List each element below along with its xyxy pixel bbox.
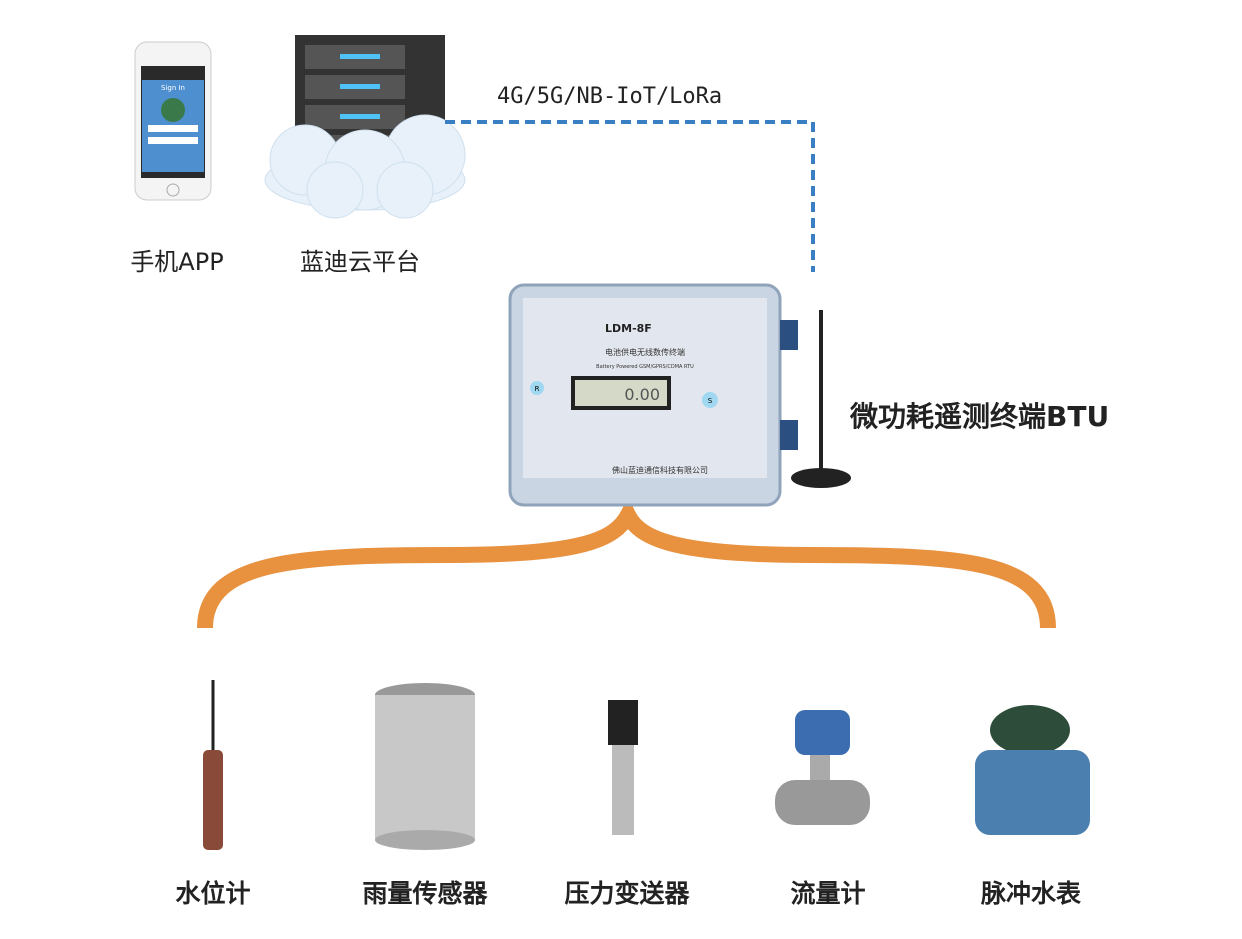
smartphone-icon: Sign In [134, 41, 212, 201]
flow-meter-icon [775, 710, 870, 825]
rain-gauge-icon [375, 683, 475, 850]
phone-screen-title: Sign In [161, 84, 185, 92]
cloud-server-icon [264, 35, 466, 219]
sensor-label: 压力变送器 [564, 879, 690, 908]
device-label: 微功耗遥测终端BTU [850, 400, 1110, 433]
pulse-water-meter-icon [975, 705, 1090, 835]
sensor-label: 水位计 [175, 879, 251, 908]
device-title-en: Battery Powered GSM/GPRS/CDMA RTU [596, 364, 694, 370]
device-company: 佛山蓝迪通信科技有限公司 [612, 465, 708, 475]
sensor-label: 流量计 [790, 879, 866, 908]
device-model: LDM-8F [605, 322, 652, 335]
orange-brace [197, 497, 1056, 629]
sensor-label: 雨量传感器 [362, 879, 488, 908]
lcd-display: 0.00 [624, 385, 660, 404]
rtu-device: LDM-8F 电池供电无线数传终端 Battery Powered GSM/GP… [508, 283, 851, 507]
water-level-sensor-icon [203, 680, 223, 850]
button-r: R [535, 385, 540, 393]
wireless-link-line [445, 120, 815, 272]
sensor-images [203, 680, 1090, 850]
button-s: S [708, 397, 713, 405]
network-label: 4G/5G/NB-IoT/LoRa [497, 84, 723, 109]
phone-app-label: 手机APP [130, 248, 224, 276]
cloud-platform-label: 蓝迪云平台 [300, 248, 420, 276]
pressure-transmitter-icon [608, 700, 638, 835]
device-title-cn: 电池供电无线数传终端 [605, 347, 685, 357]
sensor-label: 脉冲水表 [980, 879, 1082, 908]
